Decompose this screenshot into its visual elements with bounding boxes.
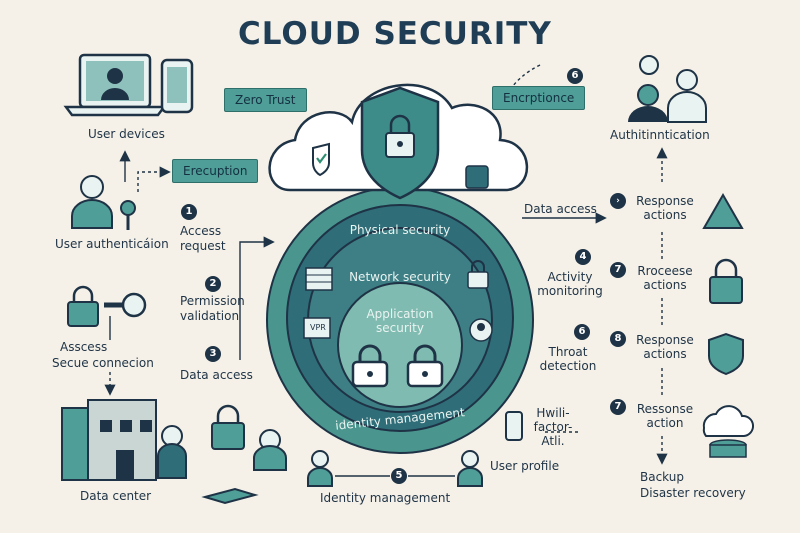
step-5-badge: 5 bbox=[391, 468, 407, 484]
user-auth-label: User authenticáion bbox=[55, 237, 169, 251]
user-profile-label: User profile bbox=[490, 459, 560, 473]
vpn-label: VPR bbox=[310, 323, 326, 332]
identity-management-label: Identity management bbox=[320, 491, 451, 505]
physical-security-label: Physical security bbox=[349, 223, 451, 237]
activity-monitoring-label: Activity monitoring bbox=[537, 270, 603, 298]
user-devices-label: User devices bbox=[88, 127, 165, 141]
cloud-shape bbox=[268, 83, 529, 200]
encryption-tag-right: Encrptionce bbox=[492, 86, 586, 110]
connectors bbox=[104, 64, 668, 477]
step-1-badge: 1 bbox=[181, 204, 197, 220]
network-security-label: Network security bbox=[349, 270, 451, 284]
threat-detection-label: Throat detection bbox=[539, 345, 597, 373]
step-4-badge: 4 bbox=[575, 249, 591, 265]
access-request-label: Access request bbox=[180, 224, 226, 253]
step-8-badge: 8 bbox=[610, 331, 626, 347]
step-6-badge-top: 6 bbox=[567, 68, 583, 84]
response-actions-1-label: Response actions bbox=[636, 194, 694, 222]
step-3-badge: 3 bbox=[205, 346, 221, 362]
application-security-label: Application security bbox=[366, 307, 434, 335]
data-access-left-label: Data access bbox=[180, 368, 253, 382]
step-6-badge-middle: 6 bbox=[574, 324, 590, 340]
zero-trust-tag: Zero Trust bbox=[224, 88, 307, 112]
right-icons bbox=[628, 55, 754, 458]
authentication-label: Authitinntication bbox=[610, 128, 710, 142]
encryption-tag-left: Erecuption bbox=[172, 159, 259, 183]
left-icons bbox=[61, 53, 287, 505]
response-action-3-label: Ressonse action bbox=[636, 402, 694, 430]
backup-label: Backup bbox=[640, 470, 684, 484]
ring-icons bbox=[303, 260, 493, 388]
disaster-recovery-label: Disaster recovery bbox=[640, 486, 746, 500]
multi-factor-label: Hwili-factor-Atli. bbox=[533, 406, 573, 448]
process-actions-label: Rroceese actions bbox=[637, 264, 693, 292]
data-access-right-label: Data access bbox=[524, 202, 597, 216]
step-2-badge: 2 bbox=[205, 276, 221, 292]
asscess-label: Asscess bbox=[60, 340, 108, 354]
response-actions-2-label: Response actions bbox=[636, 333, 694, 361]
step-7-badge-b: 7 bbox=[610, 399, 626, 415]
response-chevron-badge: › bbox=[610, 193, 626, 209]
bottom-icons bbox=[307, 411, 523, 487]
data-center-label: Data center bbox=[80, 489, 152, 503]
page-title: CLOUD SECURITY bbox=[238, 16, 552, 52]
secure-connection-label: Secue connecion bbox=[52, 356, 154, 370]
step-7-badge-a: 7 bbox=[610, 262, 626, 278]
permission-validation-label: Permission validation bbox=[180, 294, 245, 323]
